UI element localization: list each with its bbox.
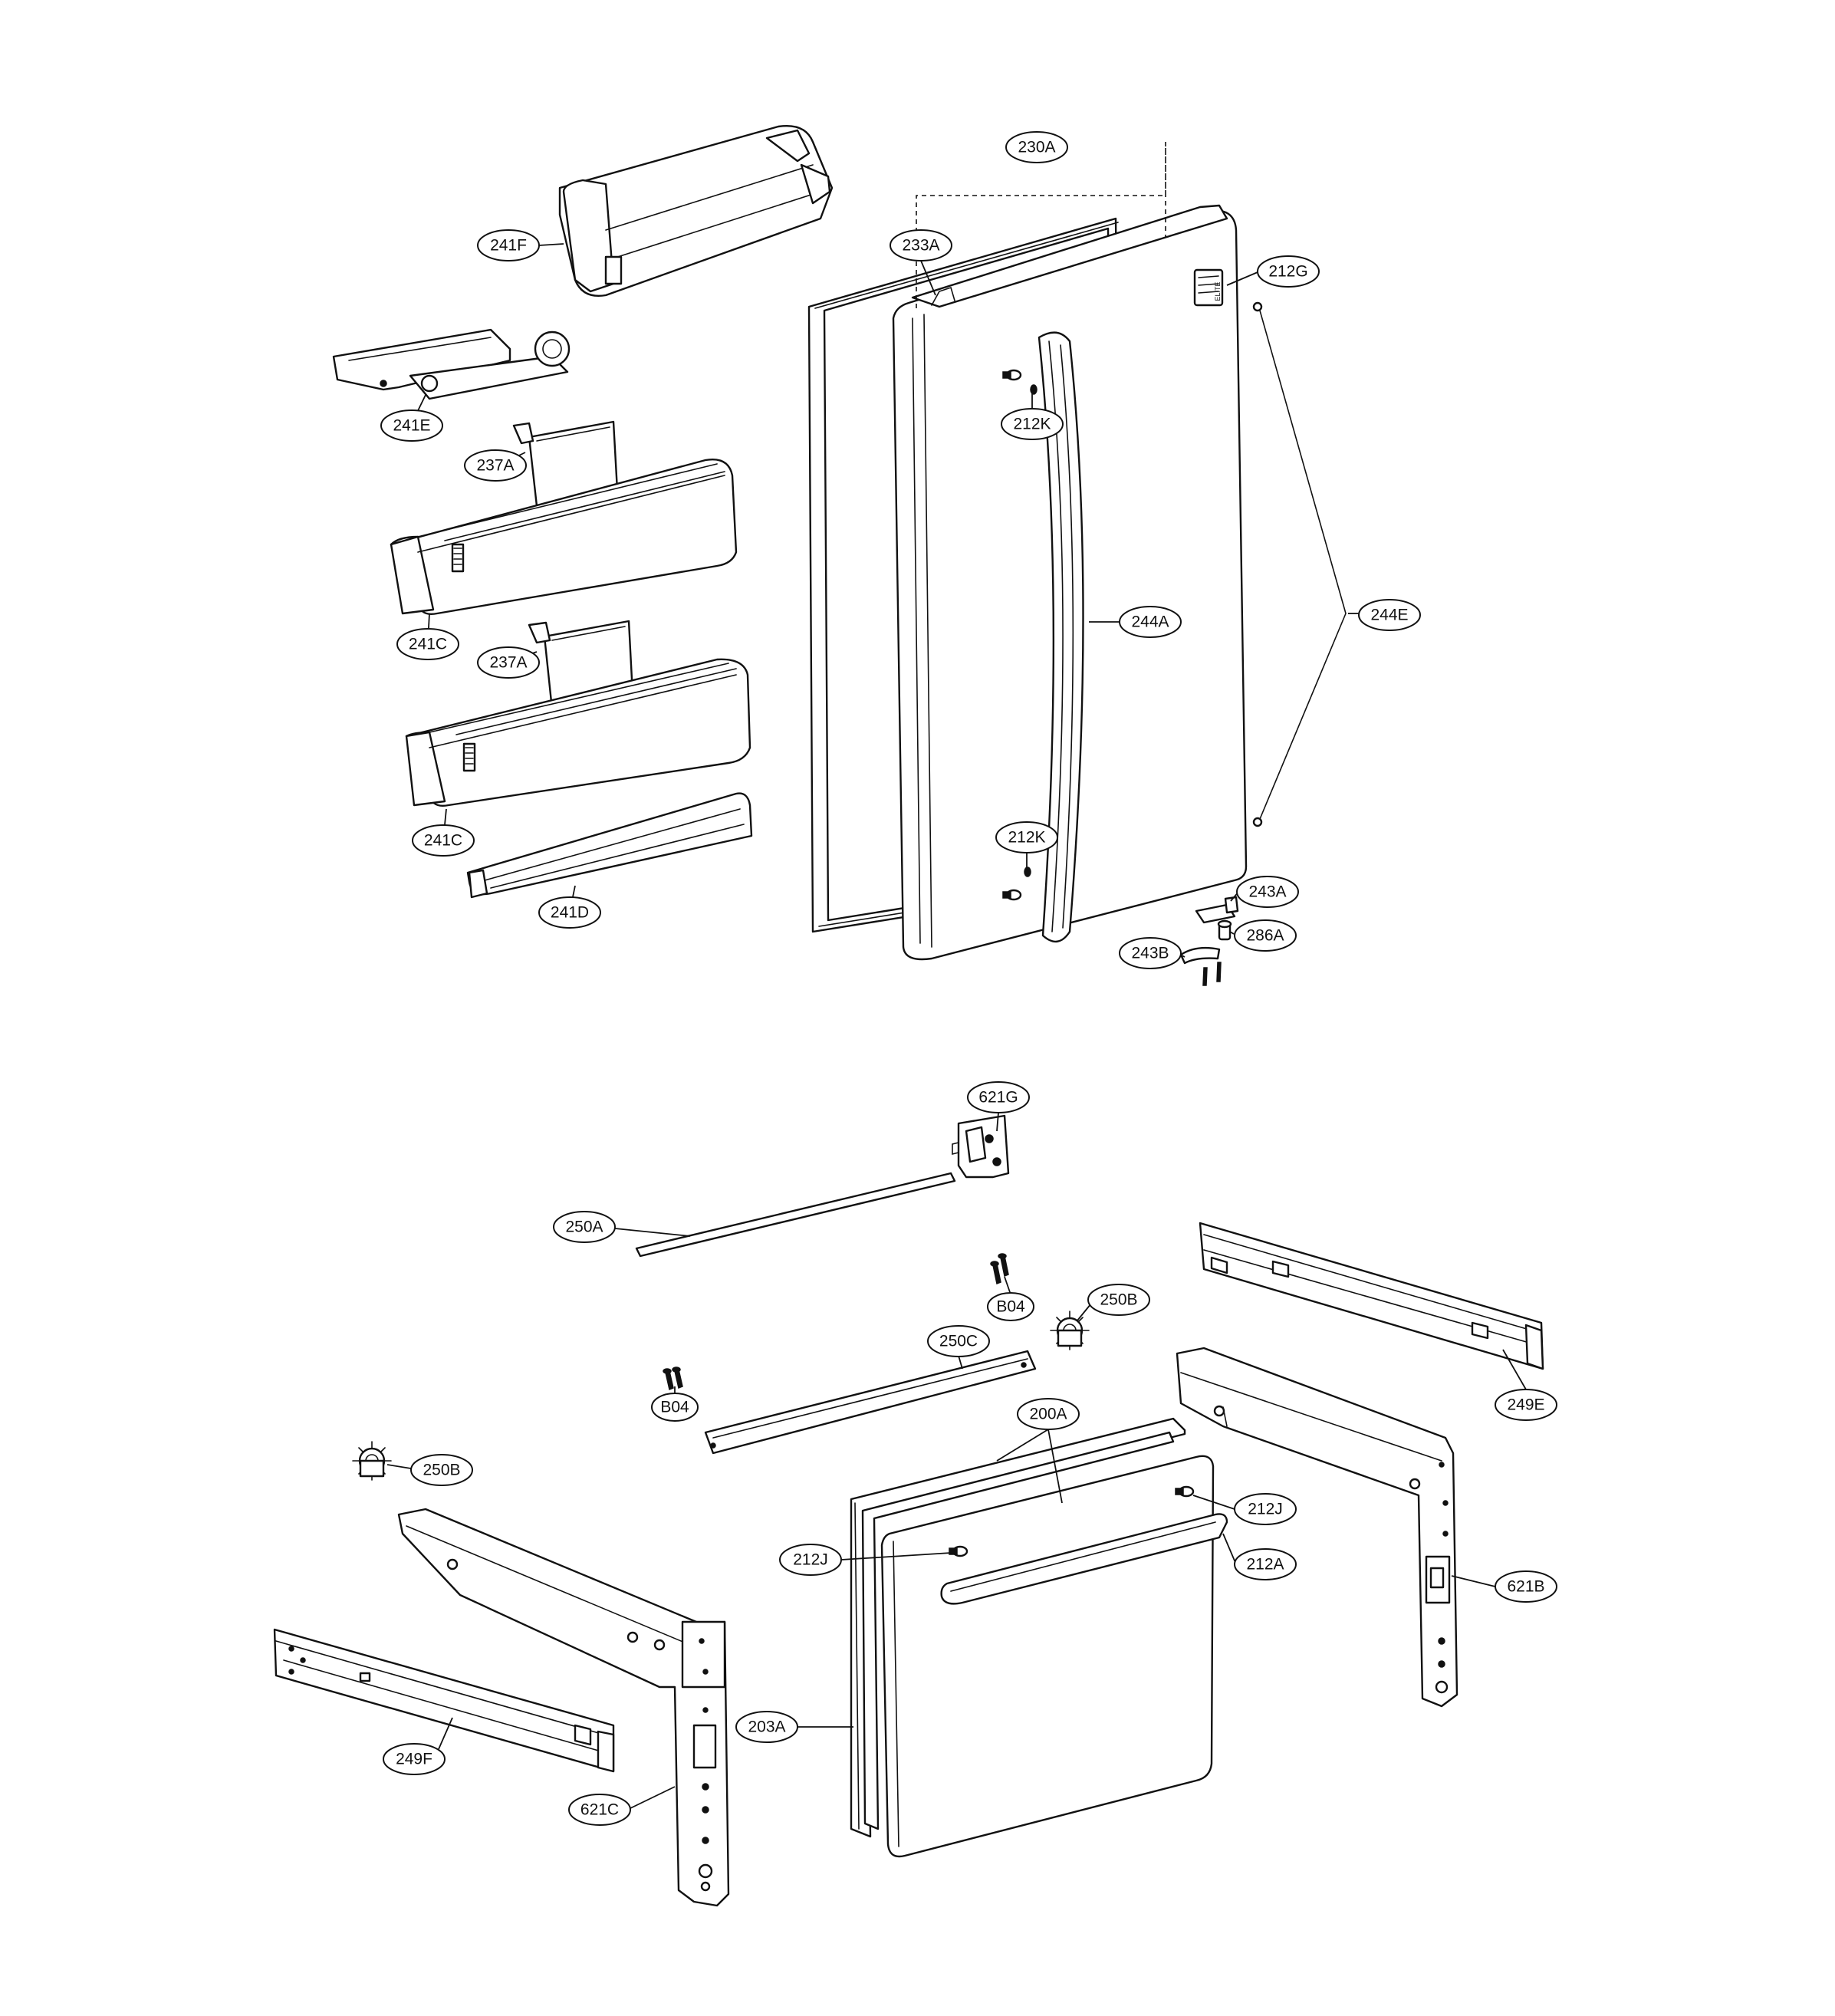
drawer-bracket-621C: [397, 1508, 730, 1907]
callout-B04-left: B04: [651, 1393, 699, 1422]
callout-label: 212J: [1248, 1501, 1283, 1518]
callout-label: 241C: [409, 636, 447, 653]
callout-212J-right: 212J: [1234, 1493, 1297, 1525]
callout-label: 241C: [424, 832, 462, 850]
callout-244A: 244A: [1119, 606, 1182, 638]
emblem-212G: [1193, 268, 1224, 307]
callout-249F: 249F: [383, 1743, 446, 1775]
screw-212J-left: [949, 1545, 968, 1557]
callout-250B-top: 250B: [1087, 1284, 1150, 1316]
callout-label: 250B: [423, 1462, 460, 1479]
callout-241D: 241D: [538, 896, 601, 929]
hinge-pin-286A: [1217, 919, 1232, 941]
callout-230A: 230A: [1005, 131, 1068, 163]
callouts: 230A 241F 233A 212G 212K 241E 237A 244A …: [380, 131, 1557, 1826]
callout-label: 237A: [476, 457, 514, 475]
callout-212K-top: 212K: [1001, 408, 1064, 440]
bracket-621G: [952, 1114, 1010, 1179]
door-bin-241C-bottom: [405, 658, 751, 807]
callout-label: 203A: [748, 1718, 785, 1736]
callout-label: 244E: [1370, 607, 1408, 624]
screws-B04-left: [663, 1366, 683, 1391]
hinge-243A: [1195, 896, 1239, 924]
screws-B04-top: [990, 1253, 1009, 1285]
callout-label: 212J: [793, 1551, 828, 1569]
callout-label: 250B: [1100, 1291, 1137, 1309]
gear-250B-top: [1050, 1311, 1090, 1350]
callout-label: 200A: [1029, 1406, 1067, 1423]
callout-244E: 244E: [1358, 599, 1421, 631]
callout-label: 241F: [490, 237, 527, 255]
callout-label: 621G: [978, 1089, 1018, 1107]
callout-243B: 243B: [1119, 937, 1182, 969]
callout-249E: 249E: [1495, 1389, 1557, 1421]
callout-212K-bottom: 212K: [995, 821, 1058, 853]
callout-621B: 621B: [1495, 1570, 1557, 1603]
door-bin-241C-top: [390, 459, 738, 615]
utility-bin-241E: [332, 328, 571, 400]
callout-212A: 212A: [1234, 1548, 1297, 1580]
callout-label: 249E: [1507, 1396, 1544, 1414]
callout-243A: 243A: [1236, 876, 1299, 908]
callout-label: 212A: [1246, 1556, 1284, 1574]
door-bar-241D: [466, 792, 753, 899]
assembly-bracket-230A: [916, 142, 1166, 308]
slide-rail-249E: [1199, 1222, 1544, 1370]
callout-233A: 233A: [890, 229, 952, 261]
callout-212G: 212G: [1257, 255, 1320, 288]
callout-241C-bottom: 241C: [412, 824, 475, 857]
gear-250B-left: [352, 1441, 392, 1481]
callout-label: 241E: [393, 417, 430, 435]
hinge-243B: [1179, 946, 1222, 986]
callout-label: 237A: [489, 654, 527, 672]
callout-241C-top: 241C: [396, 628, 459, 660]
dairy-bin-241F: [558, 125, 834, 297]
callout-label: B04: [996, 1298, 1025, 1316]
callout-621G: 621G: [967, 1081, 1030, 1113]
callout-label: 621B: [1507, 1578, 1544, 1596]
callout-B04-top: B04: [987, 1292, 1034, 1321]
callout-label: 243B: [1131, 945, 1169, 962]
callout-label: 286A: [1246, 927, 1284, 945]
callout-label: 249F: [396, 1751, 432, 1768]
callout-label: 243A: [1248, 883, 1286, 901]
callout-250C: 250C: [927, 1325, 990, 1357]
drawer-bracket-621B: [1176, 1347, 1458, 1708]
callout-250A: 250A: [553, 1211, 616, 1243]
callout-621C: 621C: [568, 1794, 631, 1826]
callout-label: 230A: [1018, 139, 1055, 156]
callout-label: 244A: [1131, 613, 1169, 631]
drawer-gasket-203A: [850, 1417, 1186, 1838]
rail-250C: [704, 1350, 1037, 1455]
freezer-drawer-front: [880, 1455, 1215, 1858]
callout-241E: 241E: [380, 409, 443, 442]
callout-label: 621C: [580, 1801, 619, 1819]
slide-rail-249F: [273, 1628, 615, 1773]
callout-label: 241D: [551, 904, 589, 922]
callout-label: 233A: [902, 237, 939, 255]
callout-250B-left: 250B: [410, 1454, 473, 1486]
callout-237A-top: 237A: [464, 449, 527, 482]
screw-cap-bottom: [1002, 867, 1031, 901]
callout-label: 212K: [1008, 829, 1045, 847]
callout-203A: 203A: [735, 1711, 798, 1743]
rod-244E: [1252, 301, 1347, 827]
callout-label: 212K: [1013, 416, 1051, 433]
drawer-handle-212A: [940, 1513, 1228, 1605]
rod-250A: [635, 1172, 956, 1258]
callout-286A: 286A: [1234, 919, 1297, 952]
callout-label: B04: [660, 1399, 689, 1416]
emblem-text: ELITE: [1214, 281, 1222, 301]
callout-label: 250C: [939, 1333, 978, 1350]
screw-212J-right: [1175, 1485, 1195, 1498]
callout-212J-left: 212J: [779, 1544, 842, 1576]
callout-241F: 241F: [477, 229, 540, 261]
callout-label: 212G: [1268, 263, 1307, 281]
callout-200A: 200A: [1017, 1398, 1080, 1430]
callout-label: 250A: [565, 1218, 603, 1236]
screw-cap-top: [1002, 369, 1038, 395]
callout-237A-bottom: 237A: [477, 646, 540, 679]
